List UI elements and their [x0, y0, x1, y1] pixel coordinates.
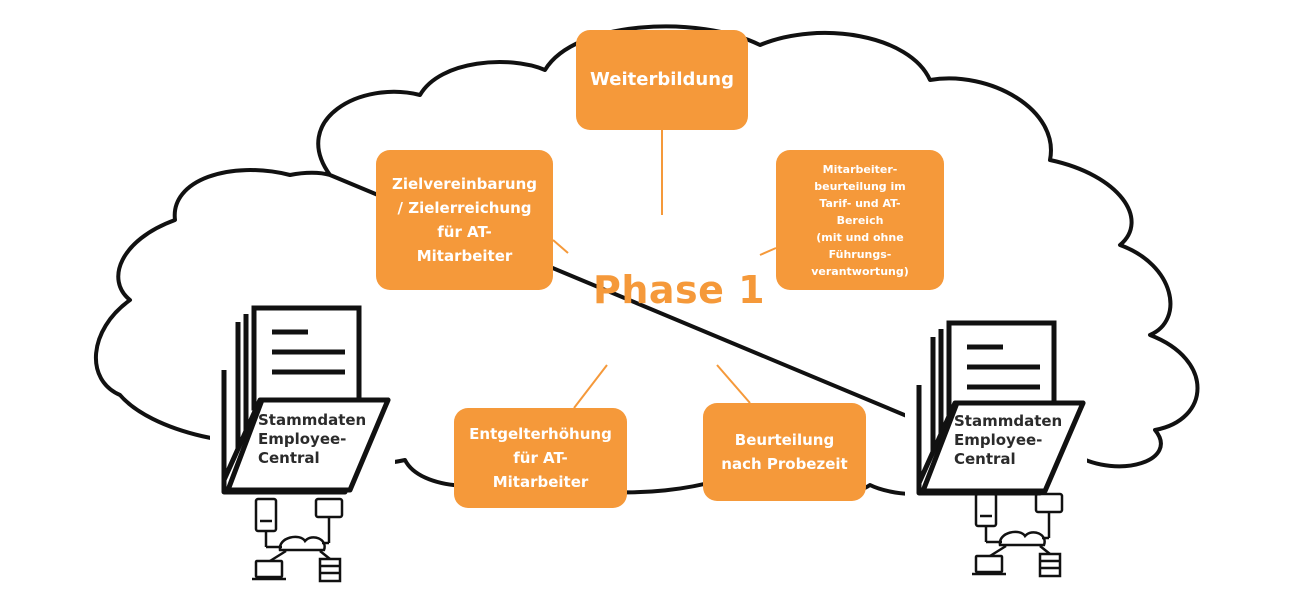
network-devices-icon — [252, 497, 344, 583]
connector-line-bottom-left — [573, 364, 608, 409]
folder-label-left: Stammdaten Employee- Central — [258, 411, 367, 467]
box-zielvereinbarung: Zielvereinbarung / Zielerreichung für AT… — [376, 150, 553, 290]
connector-line-left — [552, 239, 569, 254]
folder-label-right: Stammdaten Employee- Central — [954, 412, 1063, 468]
box-mitarbeiterbeurteilung: Mitarbeiter- beurteilung im Tarif- und A… — [776, 150, 944, 290]
phase-label: Phase 1 — [593, 268, 766, 312]
folder-documents-icon — [905, 315, 1087, 505]
network-devices-icon — [972, 492, 1064, 578]
box-entgelterhoehung: Entgelterhöhung für AT- Mitarbeiter — [454, 408, 627, 508]
connector-line-bottom-right — [716, 364, 751, 404]
box-weiterbildung: Weiterbildung — [576, 30, 748, 130]
folder-documents-icon — [210, 300, 395, 510]
connector-line-right — [759, 247, 777, 256]
box-beurteilung-probezeit: Beurteilung nach Probezeit — [703, 403, 866, 501]
